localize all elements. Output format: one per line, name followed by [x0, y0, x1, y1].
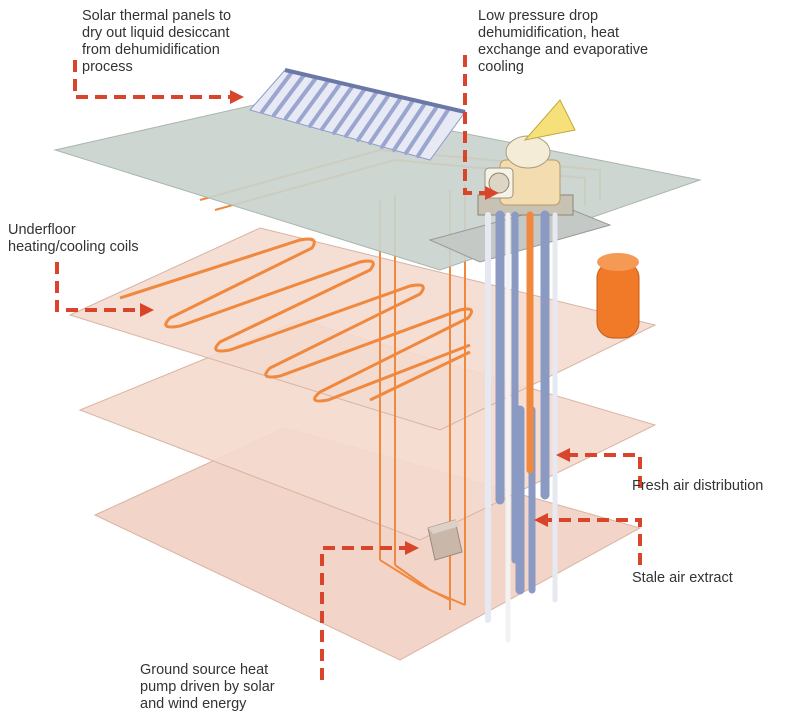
label-ground-source-heat-pump: Ground source heat pump driven by solar … [140, 662, 275, 712]
leader-arrowheads [140, 90, 570, 555]
underfloor-coils [119, 237, 474, 403]
leader-stale-air [548, 518, 642, 565]
water-tank [596, 253, 640, 339]
leader-underfloor [55, 262, 140, 312]
label-stale-air-extract: Stale air extract [632, 570, 733, 586]
label-underfloor-coils: Underfloor heating/cooling coils [8, 222, 139, 255]
air-ducts [485, 210, 558, 643]
heat-pump-box [427, 519, 463, 561]
leader-lines [55, 55, 642, 680]
leader-ground-source [320, 546, 405, 680]
label-solar-thermal-panels: Solar thermal panels to dry out liquid d… [82, 8, 232, 75]
label-dehumidification: Low pressure drop dehumidification, heat… [478, 8, 649, 75]
leader-fresh-air [570, 453, 642, 488]
solar-thermal-panels [249, 68, 466, 161]
dehumidification-unit [477, 99, 576, 216]
label-fresh-air-distribution: Fresh air distribution [632, 478, 764, 494]
leader-solar [73, 60, 230, 99]
leader-dehumidification [463, 55, 485, 195]
